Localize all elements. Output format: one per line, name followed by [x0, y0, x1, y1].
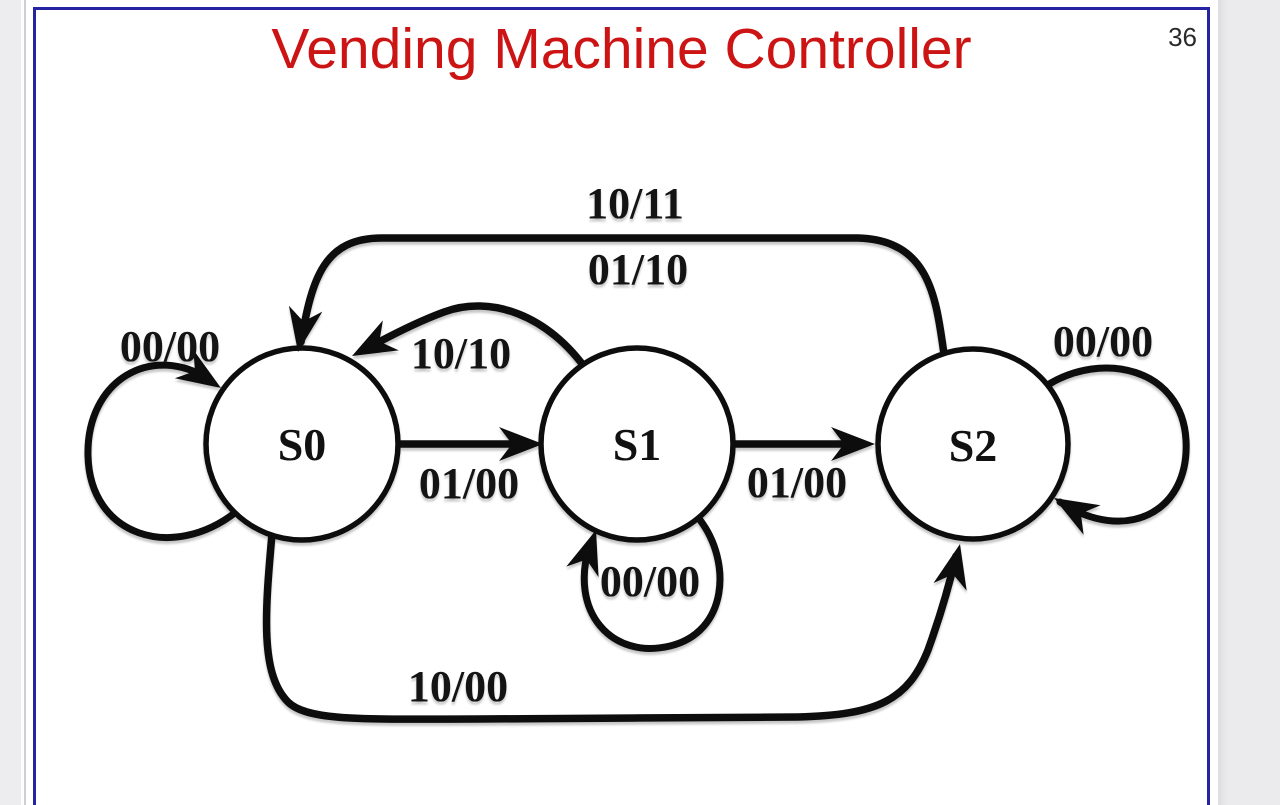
- transition-label-s2-s0-lower: 01/10: [588, 245, 688, 294]
- viewer-left-divider: [24, 0, 26, 805]
- state-s1-label: S1: [613, 419, 662, 470]
- transition-s2-s0-arc: [297, 234, 948, 358]
- transition-s0-s0-loop: [84, 361, 240, 541]
- state-s2-circle: [875, 346, 1071, 542]
- transition-s2-s2-loop: [1042, 364, 1190, 525]
- state-s0-circle: [203, 345, 401, 543]
- viewer-right-gutter: [1218, 0, 1280, 805]
- transition-s1-s1-loop: [580, 516, 724, 652]
- transition-s0-s2-arc: [262, 530, 960, 723]
- state-s0-label: S0: [278, 419, 327, 470]
- transition-s1-s0-arc: [362, 302, 592, 376]
- arrowhead-icon: [933, 540, 977, 591]
- transition-label-s0-s1: 01/00: [419, 459, 519, 508]
- transition-label-s0-s0: 00/00: [120, 322, 220, 371]
- transition-label-s1-s1: 00/00: [600, 557, 700, 606]
- slide-title: Vending Machine Controller: [271, 17, 972, 81]
- page-number: 36: [1168, 22, 1197, 52]
- transition-label-s1-s2: 01/00: [747, 458, 847, 507]
- viewer-left-gutter: [0, 0, 21, 805]
- state-s2-label: S2: [949, 420, 998, 471]
- transition-label-s2-s0-upper: 10/11: [586, 179, 684, 228]
- transition-label-s0-s2: 10/00: [408, 662, 508, 711]
- transition-label-s2-s2: 00/00: [1053, 317, 1153, 366]
- transition-label-s1-s0: 10/10: [411, 329, 511, 378]
